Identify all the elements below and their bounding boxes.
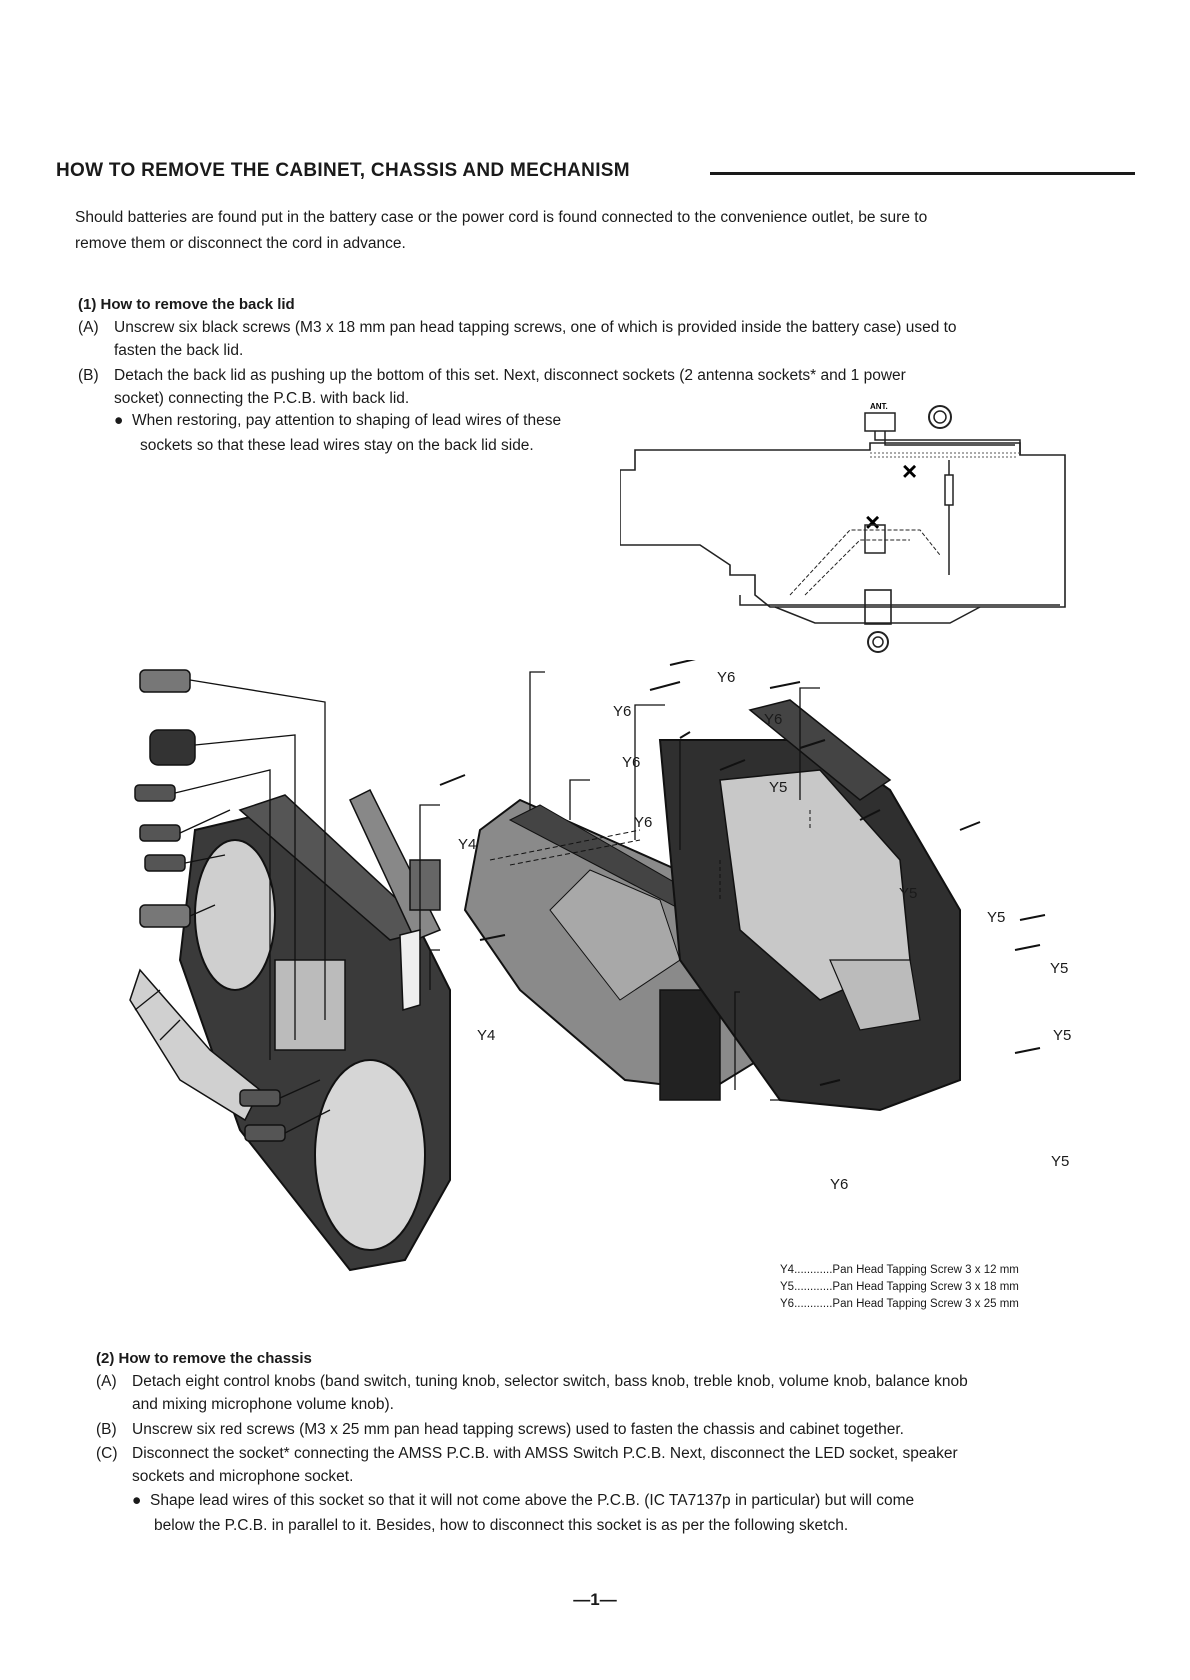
callout-y6: Y6 <box>613 703 632 720</box>
step-text: sockets and microphone socket. <box>132 1468 354 1485</box>
back-lid-outline <box>620 442 1066 608</box>
callout-y4: Y4 <box>458 836 477 853</box>
section1-step-a: (A) Unscrew six black screws (M3 x 18 mm … <box>78 316 1108 362</box>
callout-y5: Y5 <box>769 779 788 796</box>
intro-line: Should batteries are found put in the ba… <box>75 209 928 226</box>
battery-lid <box>129 968 261 1122</box>
antenna-socket-icon <box>928 405 952 429</box>
bullet-text: sockets so that these lead wires stay on… <box>140 437 534 454</box>
screw-icon <box>479 934 506 941</box>
amss-pcb <box>659 989 721 1101</box>
screw-icon <box>799 739 826 749</box>
step-text: Unscrew six black screws (M3 x 18 mm pan… <box>114 319 957 336</box>
bullet-dot: ● <box>132 1492 150 1509</box>
bullet-text: below the P.C.B. in parallel to it. Besi… <box>154 1517 849 1534</box>
knob-icon <box>139 824 181 842</box>
callout-y5: Y5 <box>899 885 918 902</box>
screw-icon <box>769 681 801 689</box>
cross-mark-icon: × <box>865 507 880 537</box>
intro-line: remove them or disconnect the cord in ad… <box>75 235 406 252</box>
page-number: —1— <box>573 1590 617 1609</box>
bullet-text: When restoring, pay attention to shaping… <box>131 412 562 429</box>
section1-bullet: ● When restoring, pay attention to shapi… <box>114 408 561 458</box>
callout-y6: Y6 <box>764 711 783 728</box>
screw-icon <box>1014 944 1041 951</box>
callout-y5: Y5 <box>1053 1027 1072 1044</box>
callout-y6: Y6 <box>830 1176 849 1193</box>
bullet-dot: ● <box>114 412 132 429</box>
legend-entry: Y5............Pan Head Tapping Screw 3 x… <box>780 1281 1019 1293</box>
intro-paragraph: Should batteries are found put in the ba… <box>75 205 1105 257</box>
cross-mark-icon: × <box>902 456 917 486</box>
back-lid-sketch: ANT. × × <box>620 402 1066 653</box>
screw-icon <box>719 759 746 771</box>
ant-label: ANT. <box>870 402 888 411</box>
screw-icon <box>669 660 696 666</box>
step-text: Disconnect the socket* connecting the AM… <box>132 1445 958 1462</box>
knob-icon <box>139 669 191 693</box>
speaker-grille <box>314 1059 426 1251</box>
heading-rule <box>710 172 1135 175</box>
step-text: Detach eight control knobs (band switch,… <box>132 1373 968 1390</box>
callout-y5: Y5 <box>1050 960 1069 977</box>
callout-y4: Y4 <box>477 1027 496 1044</box>
screw-legend: Y4............Pan Head Tapping Screw 3 x… <box>780 1262 1019 1313</box>
section2-step-a: (A) Detach eight control knobs (band swit… <box>96 1370 1126 1416</box>
screw-icon <box>959 821 981 831</box>
legend-entry: Y4............Pan Head Tapping Screw 3 x… <box>780 1264 1019 1276</box>
screw-icon <box>1019 914 1046 921</box>
step-text: Detach the back lid as pushing up the bo… <box>114 367 906 384</box>
ant-terminal <box>864 412 896 432</box>
step-text: fasten the back lid. <box>114 342 244 359</box>
section2-title: (2) How to remove the chassis <box>96 1350 312 1367</box>
knob-icon <box>139 904 191 928</box>
screw-icon <box>439 774 466 786</box>
knob-icon <box>134 784 176 802</box>
screw-hole-icon <box>867 631 889 653</box>
callout-y5: Y5 <box>1051 1153 1070 1170</box>
socket <box>409 859 441 911</box>
exploded-view-diagram <box>129 660 1046 1272</box>
step-label: (A) <box>78 319 99 336</box>
section2-bullet: ● Shape lead wires of this socket so tha… <box>132 1488 914 1538</box>
step-text: socket) connecting the P.C.B. with back … <box>114 390 410 407</box>
screw-icon <box>679 731 691 739</box>
callout-y6: Y6 <box>717 669 736 686</box>
step-label: (C) <box>96 1445 118 1462</box>
callout-y6: Y6 <box>634 814 653 831</box>
knob-icon <box>149 729 196 766</box>
page-heading: HOW TO REMOVE THE CABINET, CHASSIS AND M… <box>56 160 630 181</box>
section1-step-b: (B) Detach the back lid as pushing up the… <box>78 364 1108 410</box>
section1-title: (1) How to remove the back lid <box>78 296 295 313</box>
speaker-grille <box>194 839 276 991</box>
callout-y6: Y6 <box>622 754 641 771</box>
cassette-door <box>274 959 346 1051</box>
knob-icon <box>244 1124 286 1142</box>
legend-entry: Y6............Pan Head Tapping Screw 3 x… <box>780 1298 1019 1310</box>
screw-icon <box>819 1079 841 1086</box>
screw-icon <box>1014 1047 1041 1054</box>
step-label: (A) <box>96 1373 117 1390</box>
step-label: (B) <box>96 1421 117 1438</box>
control-knobs <box>134 669 331 1142</box>
front-cabinet <box>129 788 451 1272</box>
screw-icon <box>649 681 681 691</box>
callout-y5: Y5 <box>987 909 1006 926</box>
step-text: Unscrew six red screws (M3 x 25 mm pan h… <box>132 1421 904 1438</box>
bullet-text: Shape lead wires of this socket so that … <box>149 1492 915 1509</box>
antenna-socket <box>864 524 886 554</box>
power-socket <box>944 474 954 506</box>
section2-step-b: (B) Unscrew six red screws (M3 x 25 mm pa… <box>96 1418 1126 1441</box>
handle-rail <box>748 699 892 801</box>
screw-icon <box>859 809 881 821</box>
step-label: (B) <box>78 367 99 384</box>
section2-step-c: (C) Disconnect the socket* connecting the… <box>96 1442 1126 1488</box>
knob-icon <box>239 1089 281 1107</box>
knob-icon <box>144 854 186 872</box>
step-text: and mixing microphone volume knob). <box>132 1396 394 1413</box>
